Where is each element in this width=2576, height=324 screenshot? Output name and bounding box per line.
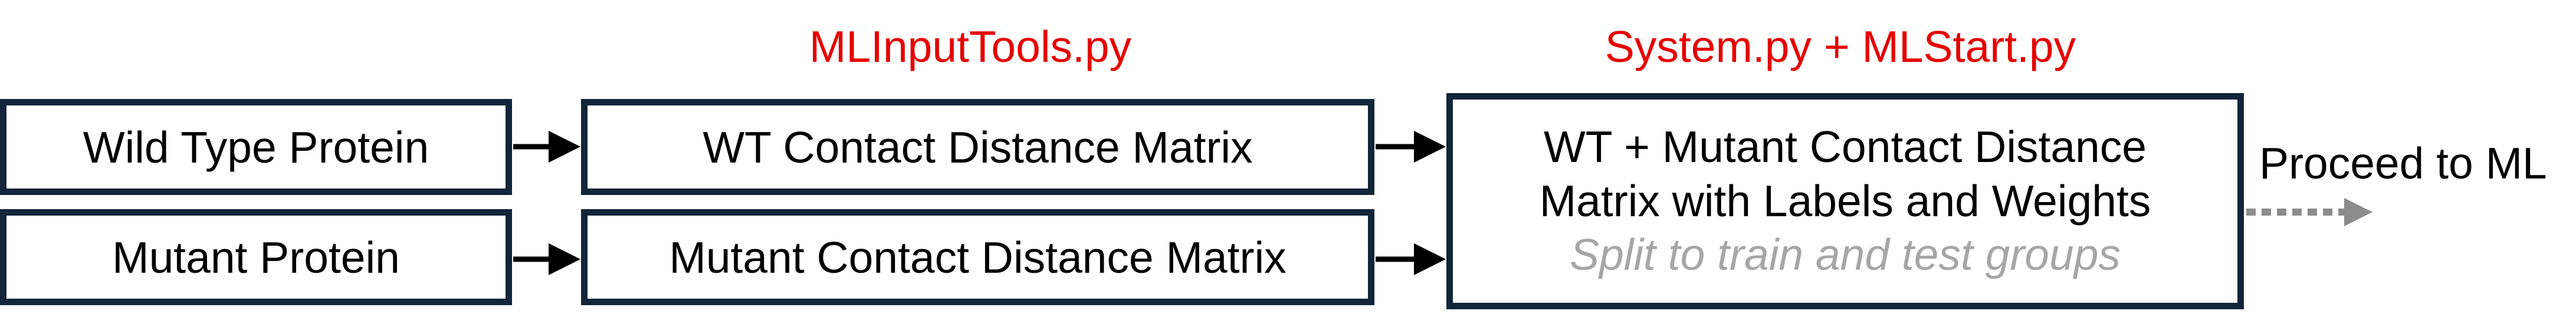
script-label-mlinputtools: MLInputTools.py bbox=[809, 22, 1132, 71]
mutant-protein-label: Mutant Protein bbox=[112, 232, 400, 282]
wild-type-protein-label: Wild Type Protein bbox=[83, 122, 429, 172]
combined-matrix-line1: WT + Mutant Contact Distance bbox=[1544, 122, 2147, 172]
wild-type-protein-box: Wild Type Protein bbox=[0, 99, 512, 195]
combined-matrix-line2: Matrix with Labels and Weights bbox=[1539, 176, 2151, 226]
mutant-contact-distance-matrix-label: Mutant Contact Distance Matrix bbox=[669, 232, 1287, 282]
wt-contact-distance-matrix-box: WT Contact Distance Matrix bbox=[581, 99, 1374, 195]
mutant-protein-box: Mutant Protein bbox=[0, 209, 512, 305]
combined-matrix-box: WT + Mutant Contact Distance Matrix with… bbox=[1446, 93, 2244, 309]
script-label-system-mlstart: System.py + MLStart.py bbox=[1604, 22, 2076, 71]
proceed-to-ml-label: Proceed to ML bbox=[2259, 138, 2547, 188]
split-groups-note: Split to train and test groups bbox=[1570, 230, 2121, 280]
wt-contact-distance-matrix-label: WT Contact Distance Matrix bbox=[703, 122, 1253, 172]
mutant-contact-distance-matrix-box: Mutant Contact Distance Matrix bbox=[581, 209, 1374, 305]
